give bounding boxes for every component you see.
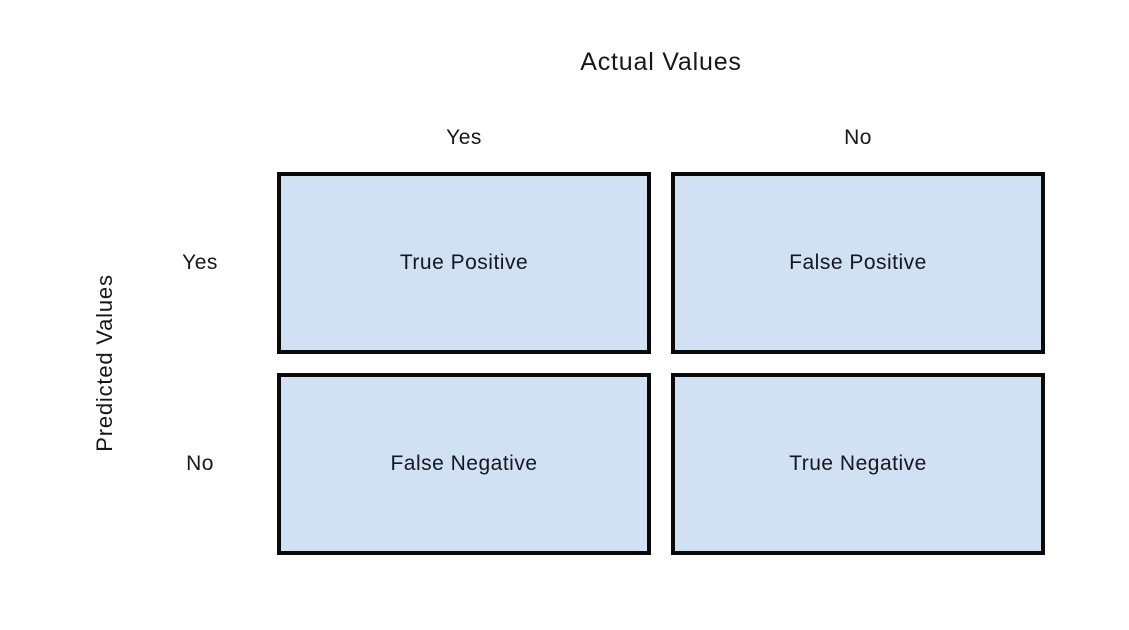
row-header-no: No xyxy=(186,452,214,475)
cell-false-negative: False Negative xyxy=(277,373,651,555)
cell-false-positive: False Positive xyxy=(671,172,1045,354)
cell-true-positive: True Positive xyxy=(277,172,651,354)
matrix-grid: True Positive False Positive False Negat… xyxy=(277,172,1045,555)
cell-true-negative: True Negative xyxy=(671,373,1045,555)
actual-values-title: Actual Values xyxy=(580,48,742,76)
column-header-no: No xyxy=(844,126,872,149)
row-header-yes: Yes xyxy=(182,251,218,274)
column-header-yes: Yes xyxy=(446,126,482,149)
predicted-values-label: Predicted Values xyxy=(92,274,117,452)
